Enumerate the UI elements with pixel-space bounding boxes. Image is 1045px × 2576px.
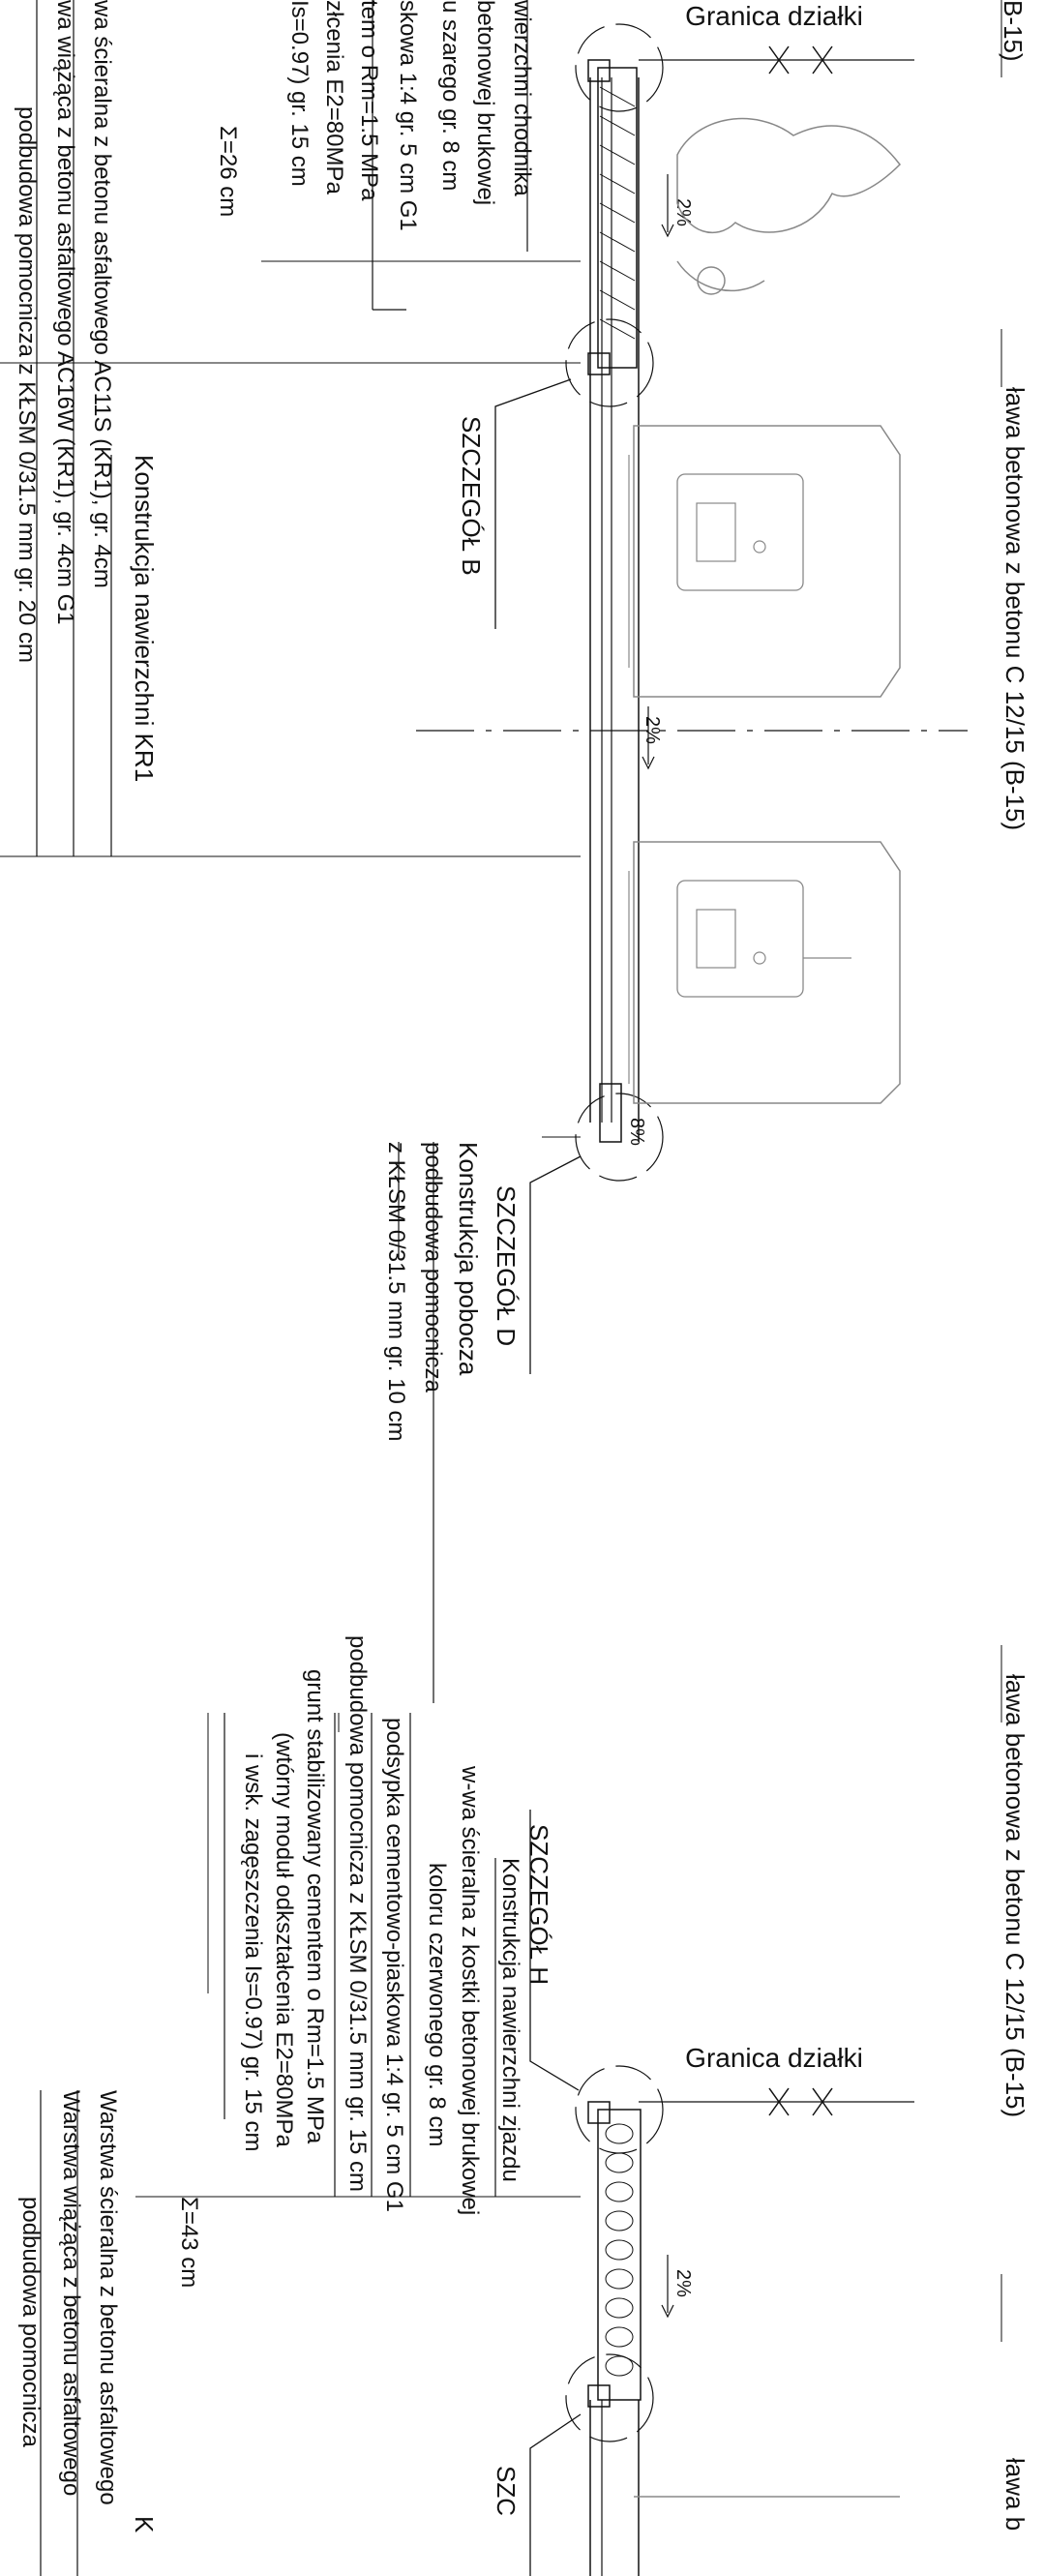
car-figure-2 bbox=[628, 841, 901, 1104]
detail-cut-label: SZC bbox=[492, 2466, 521, 2516]
driveway-layer-1: w-wa ścieralna z kostki betonowej brukow… bbox=[457, 1765, 483, 2215]
driveway-cobbles bbox=[605, 2123, 634, 2377]
sidewalk-layer-3: u szarego gr. 8 cm bbox=[437, 0, 463, 191]
kr1-title: Konstrukcja nawierzchni KR1 bbox=[130, 455, 159, 782]
plot-boundary-label-top: Granica działki bbox=[685, 1, 863, 31]
driveway-sum: Σ=43 cm bbox=[176, 2197, 202, 2288]
slope-road: 2% bbox=[642, 716, 663, 744]
sidewalk-sum: Σ=26 cm bbox=[215, 126, 241, 217]
kr1-bottom-layer-2: Warstwa wiążąca z betonu asfaltowego bbox=[58, 2090, 84, 2496]
sidewalk-layer-1: wierzchni chodnika bbox=[509, 0, 535, 196]
driveway-layer-2: koloru czerwonego gr. 8 cm bbox=[424, 1863, 450, 2146]
sidewalk-layers: wierzchni chodnika betonowej brukowej u … bbox=[215, 0, 581, 311]
slope-shoulder: 8% bbox=[626, 1118, 647, 1146]
top-cut-text: B-15) bbox=[999, 0, 1028, 62]
curb-d bbox=[599, 1083, 622, 1143]
structure-lines-top: Granica działki bbox=[0, 0, 1002, 1182]
kr1-bottom-layer-1: Warstwa ścieralna z betonu asfaltowego bbox=[95, 2090, 121, 2505]
shoulder-title: Konstrukcja pobocza bbox=[454, 1142, 483, 1376]
sidewalk-layer-4: skowa 1:4 gr. 5 cm G1 bbox=[395, 0, 421, 231]
kr1-layer-2: wa wiążąca z betonu asfaltowego AC16W (K… bbox=[52, 0, 78, 625]
bench-label-bottom: ława betonowa z betonu C 12/15 (B-15) bbox=[1000, 1674, 1030, 2117]
curb-b bbox=[587, 352, 611, 375]
kr1-layer-3: podbudowa pomocnicza z KŁSM 0/31.5 mm gr… bbox=[14, 106, 40, 663]
driveway-layer-4: podbudowa pomocnicza z KŁSM 0/31.5 mm gr… bbox=[344, 1635, 371, 2192]
detail-b-callout: SZCZEGÓŁ B bbox=[457, 378, 572, 629]
driveway-layers: Konstrukcja nawierzchni zjazdu w-wa ście… bbox=[135, 1635, 581, 2288]
plot-boundary-label-bottom: Granica działki bbox=[685, 2043, 863, 2073]
kr1-bottom-layer-3: podbudowa pomocnicza bbox=[17, 2197, 44, 2447]
sidewalk-layer-6: złcenia E2=80MPa bbox=[321, 0, 347, 195]
sidewalk-layer-2: betonowej brukowej bbox=[472, 0, 498, 205]
shoulder-layer-1: podbudowa pomocnicza bbox=[420, 1142, 446, 1393]
curb-top bbox=[587, 59, 611, 82]
car-figure-1 bbox=[628, 425, 901, 698]
kr1-layer-1: wa ścieralna z betonu asfaltowego AC11S … bbox=[89, 0, 115, 588]
pedestrian-figures bbox=[676, 117, 901, 295]
slope-sidewalk: 2% bbox=[672, 198, 694, 226]
detail-circle-d bbox=[575, 1093, 664, 1182]
driveway-layer-5: grunt stabilizowany cementem o Rm=1.5 MP… bbox=[302, 1669, 328, 2144]
bench-label-bottom-cut: ława b bbox=[1000, 2458, 1030, 2531]
shoulder-layer-2: z KŁSM 0/31.5 mm gr. 10 cm bbox=[383, 1142, 409, 1441]
sidewalk-hatch bbox=[599, 86, 636, 340]
detail-d-label: SZCZEGÓŁ D bbox=[492, 1185, 521, 1346]
shoulder-layers: Konstrukcja pobocza podbudowa pomocnicza… bbox=[383, 1142, 483, 1703]
detail-h-label: SZCZEGÓŁ H bbox=[524, 1824, 553, 1985]
sidewalk-layer-7: Is=0.97) gr. 15 cm bbox=[286, 0, 313, 187]
kr1-bottom-layers: K Warstwa ścieralna z betonu asfaltowego… bbox=[17, 2090, 159, 2576]
detail-circle-top bbox=[575, 23, 664, 112]
driveway-title: Konstrukcja nawierzchni zjazdu bbox=[497, 1858, 523, 2182]
bench-label-top: ława betonowa z betonu C 12/15 (B-15) bbox=[1000, 387, 1030, 830]
detail-d-callout: SZCZEGÓŁ D bbox=[492, 1155, 582, 1374]
detail-b-label: SZCZEGÓŁ B bbox=[457, 416, 486, 576]
sidewalk-layer-5: tem o Rm=1.5 MPa bbox=[356, 0, 382, 201]
kr1-bottom-title: K bbox=[130, 2516, 159, 2533]
detail-cut-callout: SZC bbox=[492, 2413, 582, 2576]
driveway-layer-6: (wtórny moduł odkształcenia E2=80MPa bbox=[271, 1732, 297, 2148]
detail-h-callout: SZCZEGÓŁ H bbox=[524, 1810, 580, 2091]
slope-bottom: 2% bbox=[672, 2269, 694, 2297]
structure-lines-bottom bbox=[207, 1645, 1002, 2576]
kr1-layers: Konstrukcja nawierzchni KR1 wa ścieralna… bbox=[14, 0, 159, 856]
driveway-layer-7: i wsk. zagęszczenia Is=0.97) gr. 15 cm bbox=[240, 1753, 266, 2152]
driveway-layer-3: podsypka cementowo-piaskowa 1:4 gr. 5 cm… bbox=[381, 1718, 407, 2212]
